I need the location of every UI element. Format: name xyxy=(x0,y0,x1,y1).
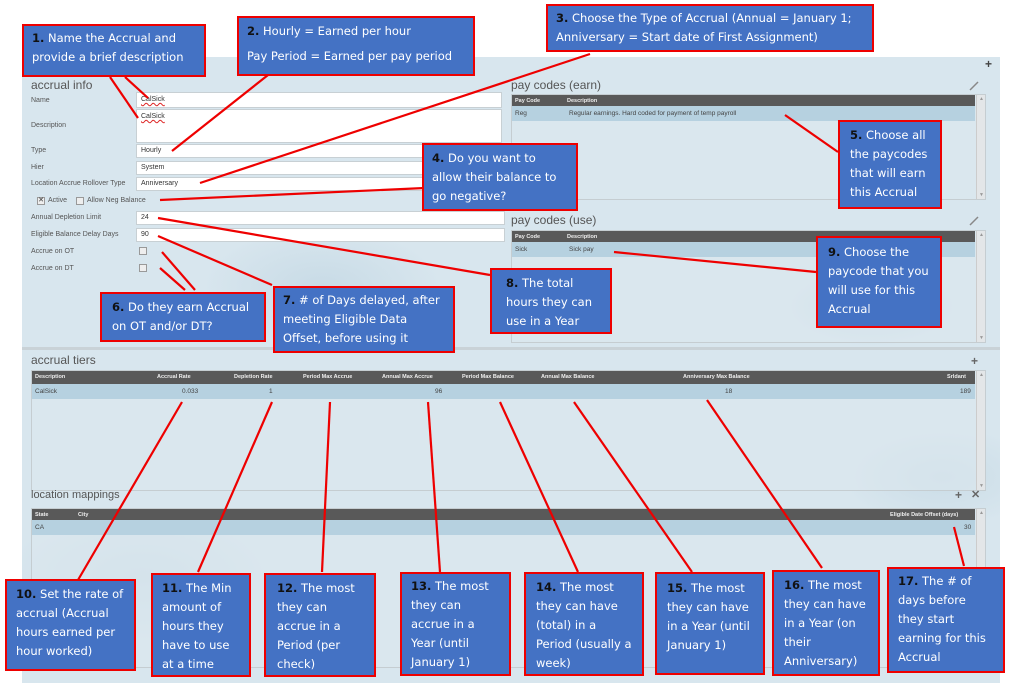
annual-depletion-input[interactable]: 24 xyxy=(136,211,505,225)
callout-6: 6. Do they earn Accrual on OT and/or DT? xyxy=(100,292,266,342)
rollover-label: Location Accrue Rollover Type xyxy=(31,180,126,187)
callout-11: 11. The Min amount of hours they have to… xyxy=(151,573,251,677)
scrollbar[interactable]: ▲▼ xyxy=(976,371,985,490)
annual-depletion-label: Annual Depletion Limit xyxy=(31,214,102,221)
callout-7: 7. # of Days delayed, after meeting Elig… xyxy=(273,286,455,353)
callout-8: 8. The total hours they can use in a Yea… xyxy=(490,268,612,334)
accrual-tiers-grid: Description Accrual Rate Depletion Rate … xyxy=(31,370,986,491)
active-label: Active xyxy=(48,197,68,204)
col-anniversary-max-balance[interactable]: Anniversary Max Balance xyxy=(683,374,750,380)
callout-15: 15. The most they can have in a Year (un… xyxy=(655,572,765,675)
description-input[interactable]: CalSick xyxy=(136,109,502,143)
name-label: Name xyxy=(31,97,50,104)
callout-4: 4. Do you want to allow their balance to… xyxy=(422,143,578,211)
accrue-ot-label: Accrue on OT xyxy=(31,248,75,255)
accrual-tiers-title: accrual tiers xyxy=(31,353,96,367)
add-icon[interactable]: + xyxy=(985,57,993,71)
location-mappings-title: location mappings xyxy=(31,489,120,501)
callout-16: 16. The most they can have in a Year (on… xyxy=(772,570,880,676)
cell-offset: 30 xyxy=(964,524,972,531)
grid-header: Pay Code Description xyxy=(512,95,975,106)
cell-accrual-rate: 0.033 xyxy=(182,388,199,395)
col-description[interactable]: Description xyxy=(567,234,598,240)
active-checkbox[interactable]: ✕ xyxy=(37,197,45,205)
scrollbar[interactable]: ▲▼ xyxy=(976,95,985,199)
table-row[interactable]: Reg Regular earnings. Hard coded for pay… xyxy=(512,106,975,121)
callout-9: 9. Choose the paycode that you will use … xyxy=(816,236,942,328)
col-pay-code[interactable]: Pay Code xyxy=(515,98,541,104)
col-period-max-accrue[interactable]: Period Max Accrue xyxy=(303,374,353,380)
delay-days-input[interactable]: 90 xyxy=(136,228,505,242)
callout-10: 10. Set the rate of accrual (Accrual hou… xyxy=(5,579,136,671)
table-row[interactable]: CA 30 xyxy=(32,520,975,535)
cell-description: CalSick xyxy=(35,388,58,395)
type-label: Type xyxy=(31,147,47,154)
callout-14: 14. The most they can have (total) in a … xyxy=(524,572,644,676)
col-state[interactable]: State xyxy=(35,512,49,518)
delete-location-icon[interactable]: ✕ xyxy=(971,489,981,501)
col-depletion-rate[interactable]: Depletion Rate xyxy=(234,374,273,380)
col-pay-code[interactable]: Pay Code xyxy=(515,234,541,240)
cell-anniversary-max-balance: 18 xyxy=(725,388,733,395)
accrue-dt-label: Accrue on DT xyxy=(31,265,74,272)
scrollbar[interactable]: ▲▼ xyxy=(976,231,985,342)
cell-annual-max-accrue: 96 xyxy=(435,388,443,395)
col-annual-max-accrue[interactable]: Annual Max Accrue xyxy=(382,374,433,380)
grid-header: Pay Code Description xyxy=(512,231,975,242)
col-annual-max-balance[interactable]: Annual Max Balance xyxy=(541,374,595,380)
cell-code: Sick xyxy=(515,246,528,253)
accrue-dt-checkbox[interactable] xyxy=(139,264,147,272)
col-period-max-balance[interactable]: Period Max Balance xyxy=(462,374,514,380)
callout-5: 5. Choose all the paycodes that will ear… xyxy=(838,120,942,209)
name-input[interactable]: CalSick xyxy=(136,92,502,108)
description-label: Description xyxy=(31,122,67,129)
col-city[interactable]: City xyxy=(78,512,89,518)
cell-depletion-rate: 1 xyxy=(269,388,273,395)
hier-label: Hier xyxy=(31,164,44,171)
allow-neg-label: Allow Neg Balance xyxy=(87,197,146,204)
callout-12: 12. The most they can accrue in a Period… xyxy=(264,573,376,677)
accrual-info-title: accrual info xyxy=(31,78,93,92)
grid-header: State City Eligible Date Offset (days) xyxy=(32,509,975,520)
table-row[interactable]: CalSick 0.033 1 96 18 189 xyxy=(32,384,975,399)
callout-3: 3. Choose the Type of Accrual (Annual = … xyxy=(546,4,874,52)
grid-header: Description Accrual Rate Depletion Rate … xyxy=(32,371,975,384)
allow-neg-checkbox[interactable] xyxy=(76,197,84,205)
edit-use-pencil-icon[interactable] xyxy=(969,215,980,226)
cell-description: Regular earnings. Hard coded for payment… xyxy=(569,110,737,117)
cell-state: CA xyxy=(35,524,45,531)
pay-codes-use-title: pay codes (use) xyxy=(511,213,597,227)
pay-codes-earn-title: pay codes (earn) xyxy=(511,78,602,92)
add-location-icon[interactable]: + xyxy=(955,488,963,502)
col-srldant[interactable]: Srldant xyxy=(947,374,966,380)
col-offset[interactable]: Eligible Date Offset (days) xyxy=(890,512,959,518)
delay-days-label: Eligible Balance Delay Days xyxy=(31,231,119,238)
callout-13: 13. The most they can accrue in a Year (… xyxy=(400,572,511,676)
edit-earn-pencil-icon[interactable] xyxy=(969,80,980,91)
cell-description: Sick pay xyxy=(569,246,594,253)
callout-1: 1. Name the Accrual and provide a brief … xyxy=(22,24,206,77)
col-accrual-rate[interactable]: Accrual Rate xyxy=(157,374,191,380)
cell-code: Reg xyxy=(515,110,527,117)
section-divider xyxy=(22,347,1000,350)
col-description[interactable]: Description xyxy=(567,98,598,104)
accrue-ot-checkbox[interactable] xyxy=(139,247,147,255)
col-description[interactable]: Description xyxy=(35,374,66,380)
callout-17: 17. The # of days before they start earn… xyxy=(887,567,1005,673)
add-tier-icon[interactable]: + xyxy=(971,354,979,368)
cell-srldant: 189 xyxy=(960,388,971,395)
